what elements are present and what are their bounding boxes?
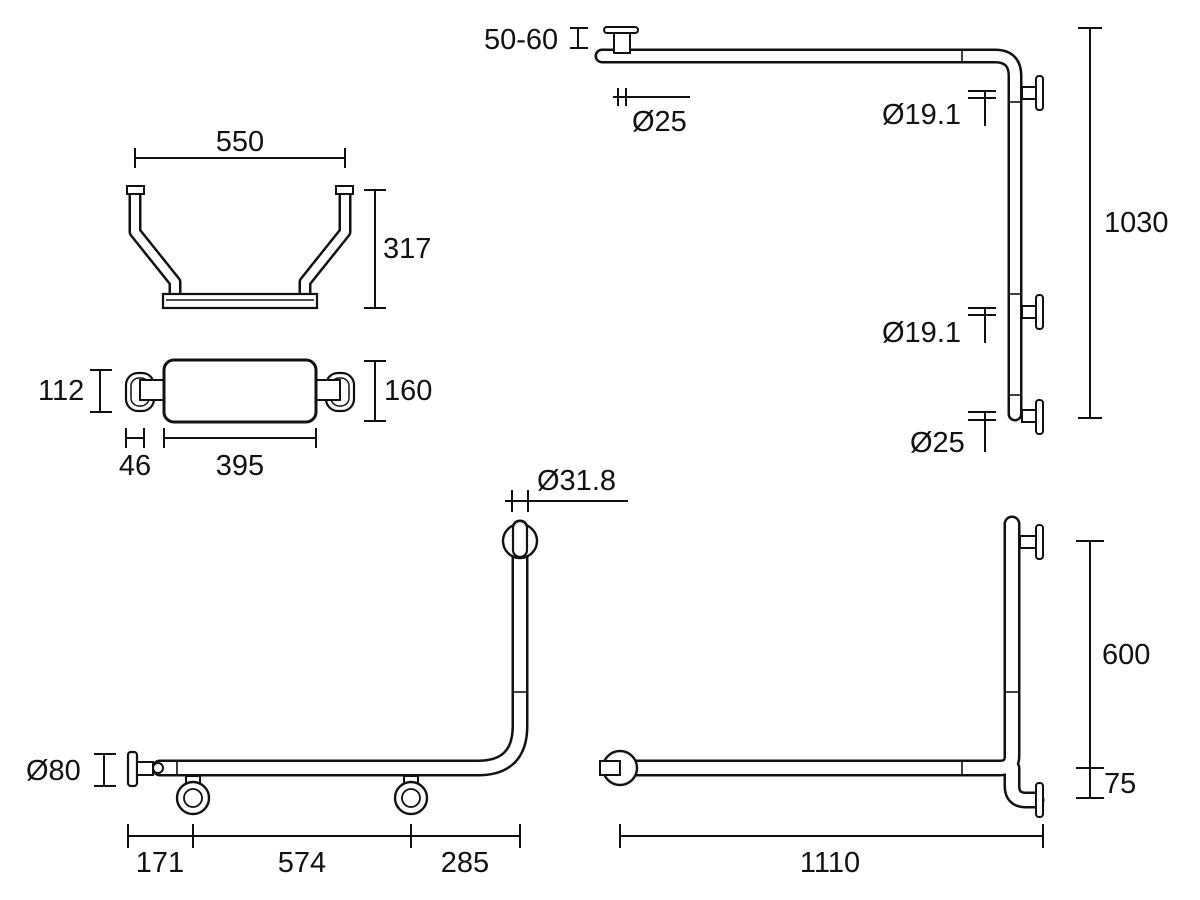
dim-rail-diameter: Ø31.8 xyxy=(537,465,616,497)
dim-height: 317 xyxy=(383,233,431,265)
dim-side-length: 1110 xyxy=(800,847,860,879)
seat-flange-right xyxy=(335,185,354,195)
dim-width: 550 xyxy=(216,126,264,158)
dim-pad-length: 395 xyxy=(216,450,264,482)
seat-flange-left xyxy=(126,185,145,195)
dim-seg2: 574 xyxy=(278,847,326,879)
plan-pad xyxy=(162,358,318,424)
seat-pipe-outline xyxy=(128,185,352,305)
dim-upper-flange: Ø19.1 xyxy=(882,99,961,131)
dim-seg3: 285 xyxy=(441,847,489,879)
support-flange-1 xyxy=(175,780,211,816)
dim-tube-diameter: Ø25 xyxy=(632,106,687,138)
side-rail-pipe xyxy=(603,515,1045,809)
l-rail-side-view: 600 75 1110 xyxy=(599,515,1150,879)
seat-plan-view: 112 160 46 395 xyxy=(38,358,432,482)
dim-offset: 50-60 xyxy=(484,24,558,56)
seat-pad xyxy=(161,292,319,310)
dim-upper-height: 600 xyxy=(1102,639,1150,671)
dim-flange: Ø80 xyxy=(26,755,81,787)
l-rail-pipe xyxy=(151,519,529,777)
dim-post: 46 xyxy=(119,450,151,482)
dim-rail-height: 1030 xyxy=(1104,207,1169,239)
seat-top-view: 550 317 xyxy=(126,126,431,310)
vertical-rail-view: 50-60 Ø25 Ø19.1 Ø19.1 Ø25 1030 xyxy=(484,24,1169,459)
dim-right-height: 160 xyxy=(384,375,432,407)
dim-bottom-tube: Ø25 xyxy=(910,427,965,459)
l-rail-front-view: Ø31.8 Ø80 171 574 285 xyxy=(26,465,628,879)
dim-left-height: 112 xyxy=(38,375,84,407)
support-flange-2 xyxy=(393,780,429,816)
dim-lower-flange: Ø19.1 xyxy=(882,317,961,349)
dim-seg1: 171 xyxy=(136,847,184,879)
dim-lower-height: 75 xyxy=(1104,768,1136,800)
